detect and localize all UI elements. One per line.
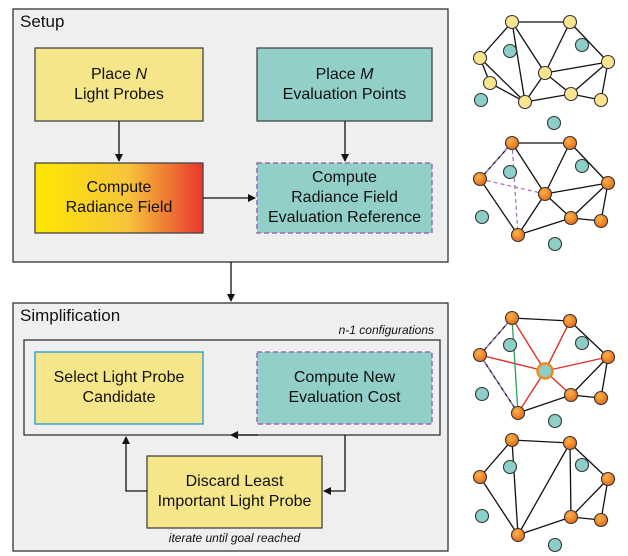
loop-note: n-1 configurations bbox=[338, 323, 434, 337]
compute-reference-box bbox=[256, 162, 433, 234]
compute-radiance-box bbox=[34, 162, 204, 234]
compute-radiance-line2: Radiance Field bbox=[65, 199, 173, 216]
arrow-discard-to-loop bbox=[122, 436, 147, 492]
simplification-title: Simplification bbox=[20, 306, 121, 325]
compute-reference-line1: Compute bbox=[312, 169, 377, 186]
graph-initial-probes bbox=[479, 21, 609, 103]
graph-radiance-probes bbox=[479, 142, 609, 236]
compute-cost-label: Compute New Evaluation Cost bbox=[257, 352, 432, 424]
compute-radiance-label: Compute Radiance Field bbox=[35, 163, 203, 233]
select-candidate-line1: Select Light Probe bbox=[53, 369, 185, 386]
place-eval-line2: Evaluation Points bbox=[282, 85, 407, 103]
graph-initial-probes-nodes bbox=[472, 14, 616, 131]
place-probes-box bbox=[34, 47, 204, 122]
place-eval-var: M bbox=[360, 65, 374, 83]
compute-cost-line1: Compute New bbox=[293, 369, 396, 386]
arrow-loop-to-discard bbox=[323, 435, 346, 495]
select-candidate-label: Select Light Probe Candidate bbox=[35, 352, 203, 424]
select-candidate-box bbox=[34, 351, 204, 425]
place-probes-var: N bbox=[135, 65, 148, 83]
place-probes-prefix: Place bbox=[90, 65, 136, 83]
graph-simplified-nodes bbox=[472, 432, 616, 553]
compute-cost-box bbox=[256, 351, 433, 425]
compute-reference-line2: Radiance Field bbox=[291, 189, 398, 206]
place-eval-box bbox=[256, 47, 433, 122]
compute-reference-line3: Evaluation Reference bbox=[268, 209, 421, 226]
discard-box bbox=[146, 455, 323, 529]
discard-label: Discard Least Important Light Probe bbox=[147, 456, 322, 528]
graph-radiance-dashed-edges bbox=[479, 142, 546, 236]
iterate-note: iterate until goal reached bbox=[168, 531, 301, 545]
select-candidate-line2: Candidate bbox=[82, 389, 156, 406]
place-eval-label: Place M Evaluation Points bbox=[257, 48, 432, 121]
place-eval-prefix: Place bbox=[315, 65, 361, 83]
compute-radiance-line1: Compute bbox=[86, 179, 152, 196]
discard-line2: Important Light Probe bbox=[157, 493, 312, 510]
graph-simplified bbox=[479, 439, 609, 536]
compute-cost-line2: Evaluation Cost bbox=[288, 389, 401, 406]
place-probes-label: Place N Light Probes bbox=[35, 48, 203, 121]
compute-reference-label: Compute Radiance Field Evaluation Refere… bbox=[257, 163, 432, 233]
graph-radiance-nodes bbox=[472, 135, 616, 252]
setup-title: Setup bbox=[20, 12, 65, 31]
place-probes-line2: Light Probes bbox=[74, 85, 164, 103]
graph-candidate-nodes bbox=[472, 310, 616, 429]
graph-candidate-alt-edges bbox=[479, 317, 519, 414]
discard-line1: Discard Least bbox=[185, 473, 284, 490]
